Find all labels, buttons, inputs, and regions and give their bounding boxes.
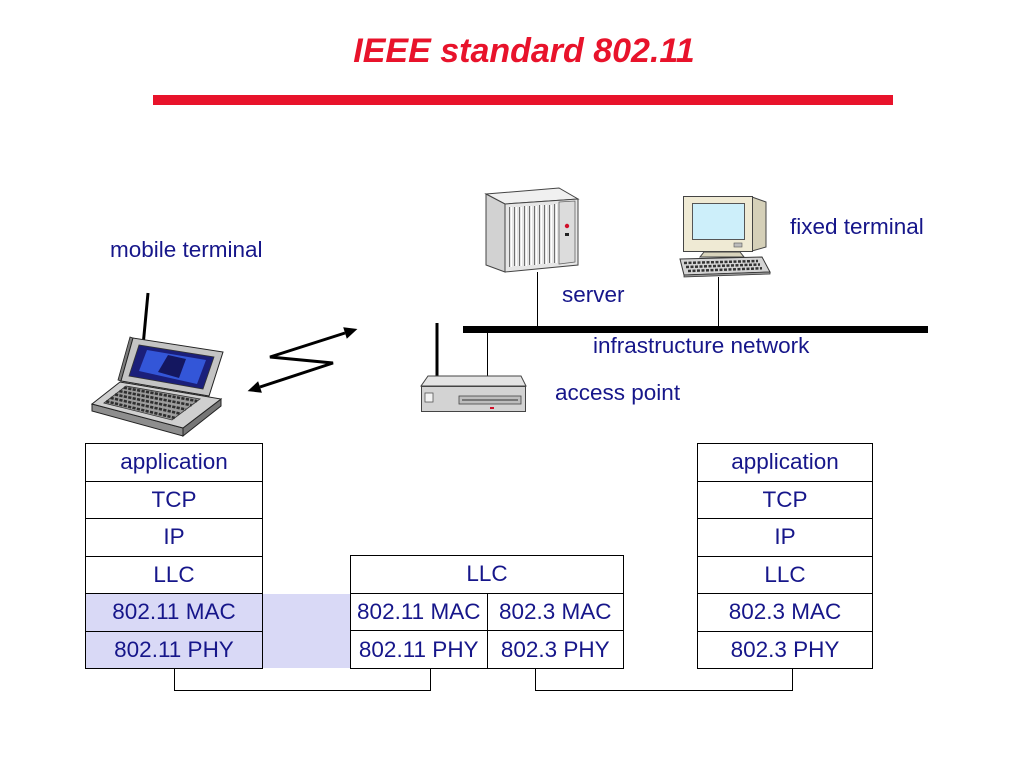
- fixed-layer-application: application: [698, 444, 872, 481]
- server-switch: [565, 233, 569, 236]
- mobile-terminal-label: mobile terminal: [110, 237, 263, 262]
- laptop-icon: [90, 292, 224, 438]
- wireless-phy-connector: [174, 669, 431, 691]
- mobile-layer-phy: 802.11 PHY: [86, 631, 262, 668]
- desktop-computer-icon: [679, 196, 771, 278]
- server-label: server: [562, 282, 625, 307]
- fixed-layer-tcp: TCP: [698, 481, 872, 518]
- server-icon: [484, 187, 580, 273]
- wireless-link-line: [259, 331, 346, 389]
- laptop-antenna: [141, 292, 150, 347]
- ap-layer-wireless-mac: 802.11 MAC: [351, 593, 487, 631]
- server-card-edges: [509, 204, 555, 267]
- slide-title: IEEE standard 802.11: [353, 32, 695, 70]
- laptop-keys: [105, 386, 198, 420]
- mobile-layer-mac: 802.11 MAC: [86, 594, 262, 631]
- laptop-screen-pattern: [158, 355, 186, 378]
- access-point-button: [424, 392, 434, 403]
- keyboard-keys: [683, 259, 763, 273]
- wireless-layer-highlight: [263, 594, 350, 668]
- title-underline-bar: [153, 95, 893, 105]
- mobile-layer-tcp: TCP: [86, 481, 262, 518]
- wired-phy-connector: [535, 669, 793, 691]
- infrastructure-network-label: infrastructure network: [593, 333, 810, 358]
- fixed-layer-phy: 802.3 PHY: [698, 631, 872, 668]
- fixed-terminal-stack: application TCP IP LLC 802.3 MAC 802.3 P…: [697, 443, 873, 669]
- server-status-panel: [558, 200, 576, 265]
- monitor-side: [751, 196, 767, 252]
- access-point-icon: [420, 323, 527, 412]
- mobile-layer-ip: IP: [86, 519, 262, 556]
- arrowhead-left: [247, 381, 262, 393]
- monitor-button: [733, 242, 743, 248]
- zigzag-double-arrow-icon: [247, 327, 358, 393]
- access-point-stack: LLC 802.11 MAC 802.3 MAC 802.11 PHY 802.…: [350, 555, 624, 669]
- ap-layer-wired-mac: 802.3 MAC: [487, 593, 623, 631]
- fixed-terminal-label: fixed terminal: [790, 214, 924, 239]
- arrowhead-right: [343, 327, 358, 339]
- server-card-highlights: [511, 204, 557, 267]
- infrastructure-network-line: [463, 326, 928, 333]
- fixed-layer-ip: IP: [698, 519, 872, 556]
- fixed-layer-llc: LLC: [698, 556, 872, 593]
- access-point-top: [420, 375, 527, 387]
- keyboard-front: [683, 271, 771, 278]
- mobile-layer-application: application: [86, 444, 262, 481]
- access-point-led: [490, 407, 494, 409]
- access-point-label: access point: [555, 380, 681, 405]
- ap-layer-wired-phy: 802.3 PHY: [487, 631, 623, 668]
- ap-layer-wireless-phy: 802.11 PHY: [351, 631, 487, 668]
- server-power-led: [564, 223, 570, 229]
- mobile-layer-llc: LLC: [86, 556, 262, 593]
- ap-layer-llc: LLC: [351, 556, 623, 593]
- monitor-stand: [698, 251, 746, 258]
- mobile-terminal-stack: application TCP IP LLC 802.11 MAC 802.11…: [85, 443, 263, 669]
- fixed-layer-mac: 802.3 MAC: [698, 594, 872, 631]
- server-side: [485, 193, 506, 273]
- monitor-screen: [692, 203, 745, 240]
